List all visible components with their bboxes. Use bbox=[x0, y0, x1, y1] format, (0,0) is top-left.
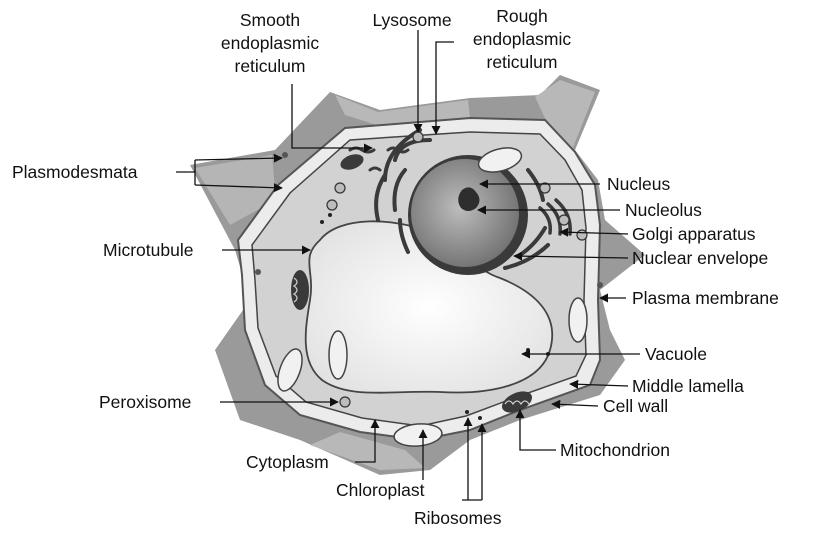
label-smooth-er-3: reticulum bbox=[235, 56, 306, 76]
label-chloroplast: Chloroplast bbox=[336, 480, 425, 500]
label-nucleolus: Nucleolus bbox=[625, 200, 702, 220]
label-smooth-er-2: endoplasmic bbox=[221, 33, 319, 53]
label-nuclear-envelope: Nuclear envelope bbox=[632, 248, 768, 268]
label-smooth-er-1: Smooth bbox=[240, 10, 300, 30]
label-microtubule: Microtubule bbox=[103, 240, 193, 260]
label-cell-wall: Cell wall bbox=[603, 396, 668, 416]
label-rough-er-2: endoplasmic bbox=[473, 29, 571, 49]
label-golgi: Golgi apparatus bbox=[632, 224, 756, 244]
nucleoplasm bbox=[411, 159, 519, 267]
label-ribosomes: Ribosomes bbox=[414, 508, 502, 528]
label-nucleus: Nucleus bbox=[607, 174, 670, 194]
label-plasmodesmata: Plasmodesmata bbox=[12, 162, 138, 182]
label-rough-er-1: Rough bbox=[496, 6, 548, 26]
label-lysosome: Lysosome bbox=[372, 10, 451, 30]
label-peroxisome: Peroxisome bbox=[99, 392, 191, 412]
label-plasma-membrane: Plasma membrane bbox=[632, 288, 779, 308]
label-rough-er-3: reticulum bbox=[487, 52, 558, 72]
label-mitochondrion: Mitochondrion bbox=[560, 440, 670, 460]
label-cytoplasm: Cytoplasm bbox=[246, 452, 329, 472]
nucleus bbox=[408, 155, 528, 275]
label-vacuole: Vacuole bbox=[645, 344, 707, 364]
label-middle-lamella: Middle lamella bbox=[632, 376, 744, 396]
